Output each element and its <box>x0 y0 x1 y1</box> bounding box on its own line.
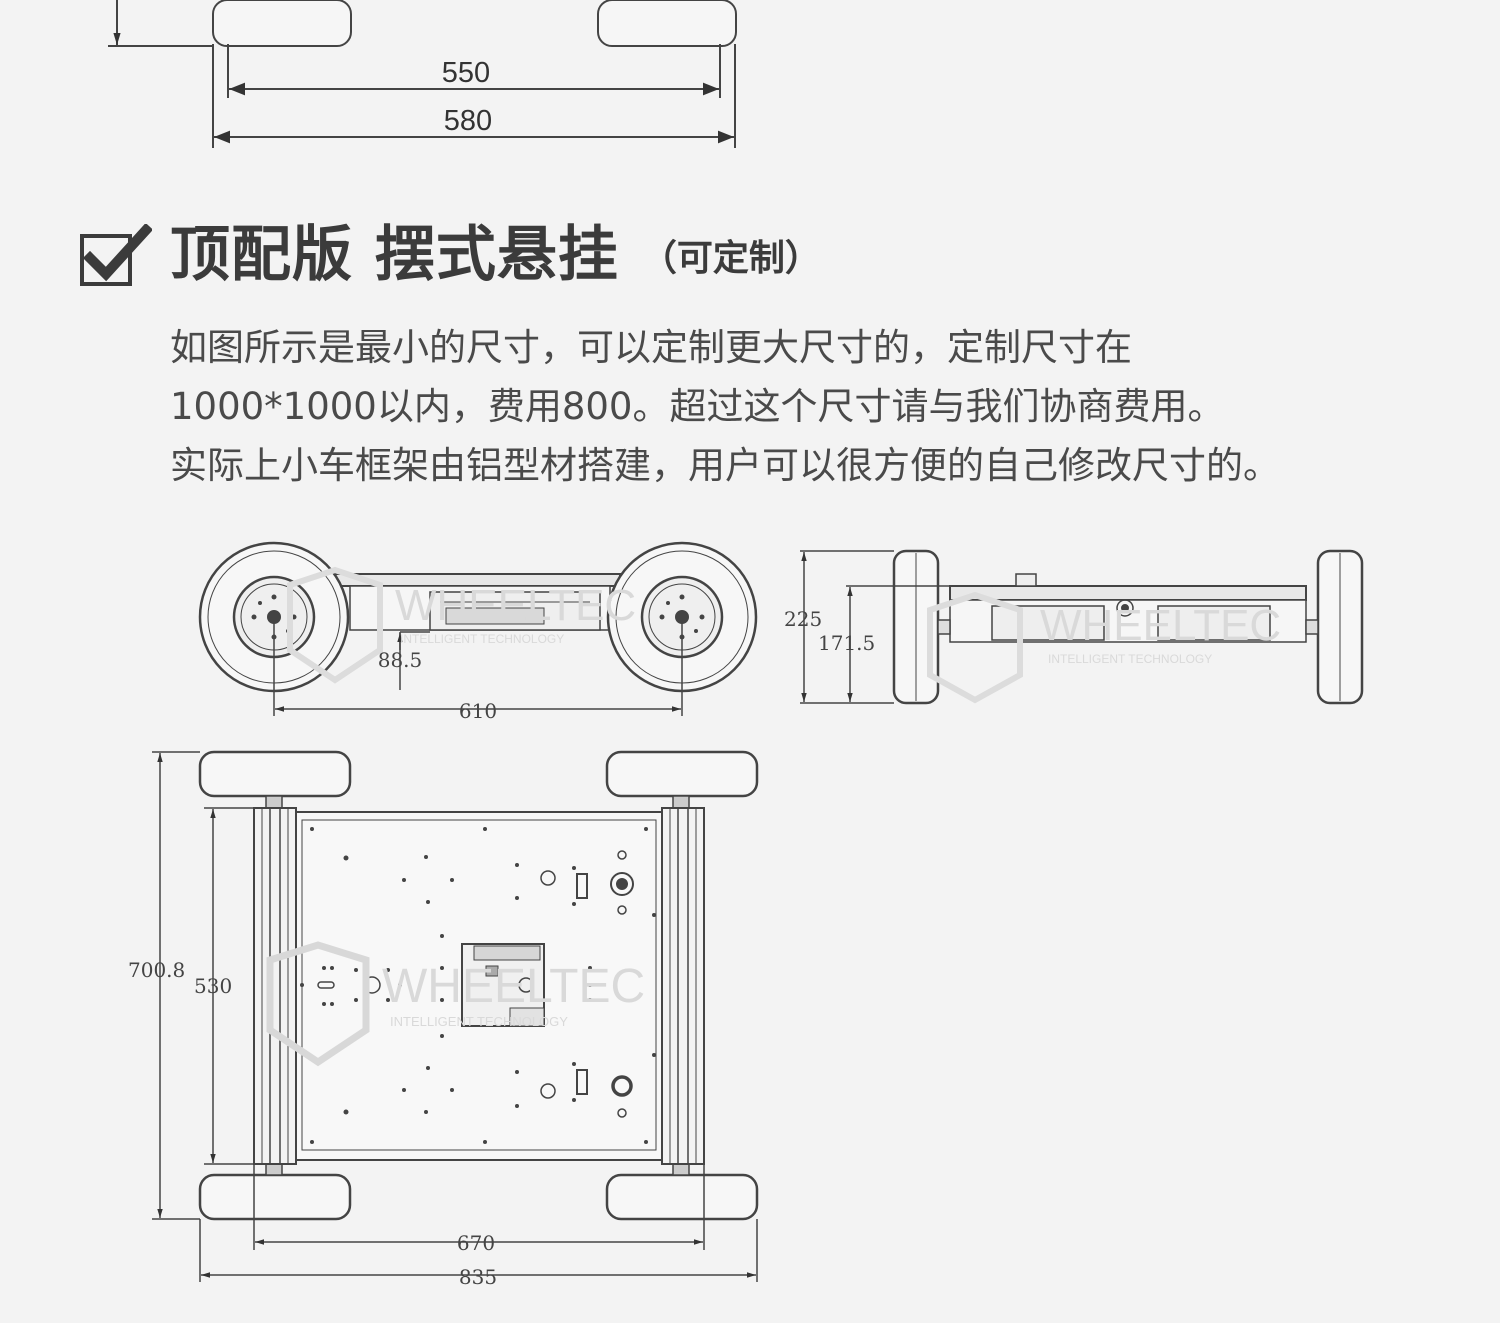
dimension-670: 670 <box>457 1231 495 1255</box>
plan-wheel-bottom-right <box>605 1173 759 1221</box>
svg-text:WHEELTEC: WHEELTEC <box>1040 601 1281 650</box>
dimension-88-5: 88.5 <box>378 648 423 672</box>
dimension-225: 225 <box>784 607 822 631</box>
dimension-700-8: 700.8 <box>128 958 185 982</box>
plan-wheel-top-right <box>605 750 759 798</box>
watermark-plan: WHEELTEC INTELLIGENT TECHNOLOGY <box>266 941 645 1067</box>
svg-text:WHEELTEC: WHEELTEC <box>382 960 645 1013</box>
svg-text:INTELLIGENT TECHNOLOGY: INTELLIGENT TECHNOLOGY <box>1048 652 1212 666</box>
plan-wheel-top-left <box>198 750 352 798</box>
front-view-drawing <box>800 549 1364 705</box>
dimension-580: 580 <box>444 105 492 137</box>
plan-view-drawing <box>152 750 759 1282</box>
svg-text:INTELLIGENT TECHNOLOGY: INTELLIGENT TECHNOLOGY <box>390 1014 568 1029</box>
section-subtitle: （可定制） <box>640 238 821 279</box>
description-line-1: 如图所示是最小的尺寸，可以定制更大尺寸的，定制尺寸在 <box>170 326 1132 369</box>
top-partial-drawing <box>108 0 737 148</box>
wheel-top-right <box>597 0 737 47</box>
section-title: 顶配版 摆式悬挂 <box>170 220 619 290</box>
plan-wheel-bottom-left <box>198 1173 352 1221</box>
dimension-530: 530 <box>194 974 232 998</box>
front-motor-left <box>991 605 1105 641</box>
checkbox-checked-icon <box>80 224 152 286</box>
front-chassis-plate <box>949 585 1307 601</box>
rail-left <box>253 807 297 1165</box>
svg-text:INTELLIGENT TECHNOLOGY: INTELLIGENT TECHNOLOGY <box>400 632 564 646</box>
plate-mounting-holes <box>300 827 656 1144</box>
dimension-550: 550 <box>442 57 490 89</box>
rail-right <box>661 807 705 1165</box>
svg-text:WHEELTEC: WHEELTEC <box>395 581 636 630</box>
description: 如图所示是最小的尺寸，可以定制更大尺寸的，定制尺寸在 1000*1000以内，费… <box>170 318 1470 495</box>
dimension-835: 835 <box>459 1265 497 1289</box>
description-line-3: 实际上小车框架由铝型材搭建，用户可以很方便的自己修改尺寸的。 <box>170 444 1280 487</box>
side-view-drawing <box>198 541 758 716</box>
dimension-171-5: 171.5 <box>818 631 875 655</box>
dimension-610: 610 <box>459 699 497 723</box>
wheel-top-left <box>212 0 352 47</box>
front-motor-right <box>1157 605 1271 641</box>
description-line-2: 1000*1000以内，费用800。超过这个尺寸请与我们协商费用。 <box>170 385 1225 428</box>
watermark-front: WHEELTEC INTELLIGENT TECHNOLOGY <box>927 591 1281 704</box>
section-heading: 顶配版 摆式悬挂 （可定制） <box>80 222 821 288</box>
watermark-side: WHEELTEC INTELLIGENT TECHNOLOGY <box>287 566 636 684</box>
